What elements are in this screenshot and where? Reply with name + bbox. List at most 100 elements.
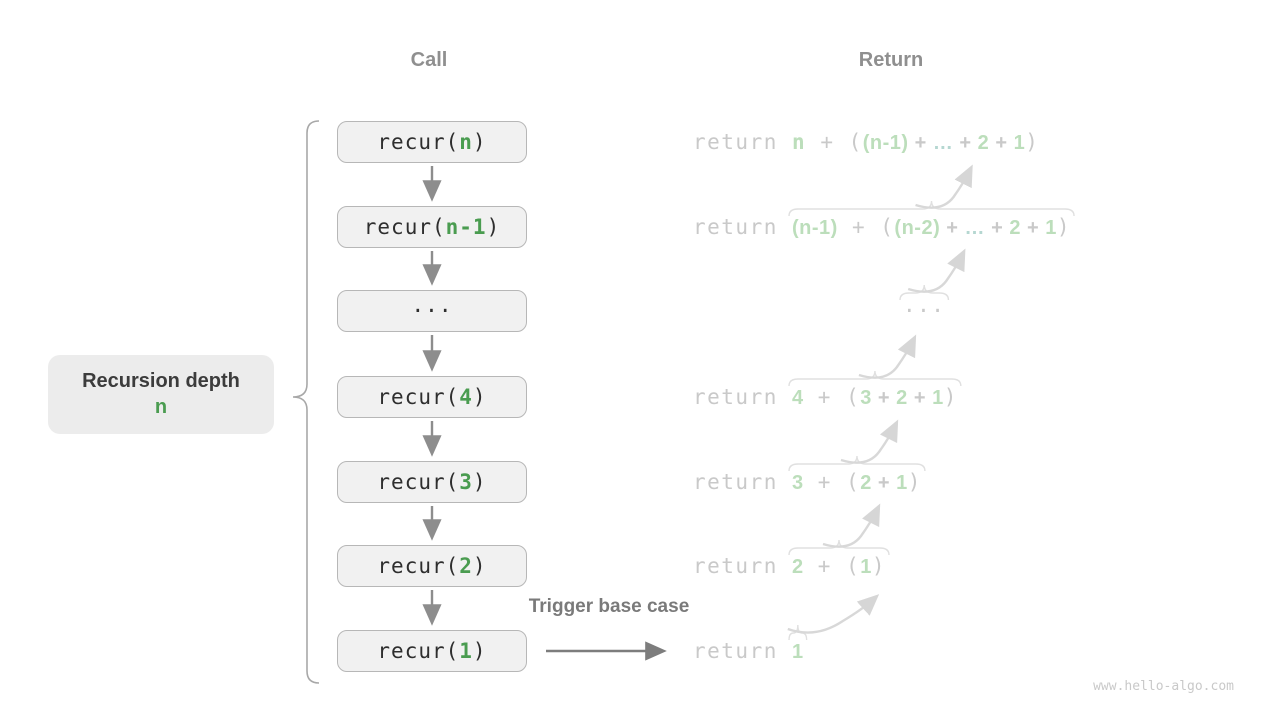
code-token: 1 — [860, 556, 872, 578]
code-token: 1 — [896, 472, 908, 494]
collapsed-expression: 4 + (3 + 2 + 1) — [792, 385, 958, 409]
code-token: (n-1) — [862, 132, 909, 154]
trigger-base-case-label: Trigger base case — [528, 596, 690, 617]
return-column-header: Return — [858, 49, 924, 71]
return-line-0: return n + ((n-1) + … + 2 + 1) — [693, 126, 1039, 158]
return-line-2: ··· — [903, 295, 945, 327]
depth-brace-icon — [292, 120, 320, 684]
code-token: … — [932, 132, 954, 154]
code-token: ) — [472, 554, 487, 578]
expression-overbrace-icon — [788, 200, 1075, 217]
expression-overbrace-icon — [788, 370, 962, 387]
call-column-header: Call — [410, 49, 448, 71]
code-token: 2 — [1009, 217, 1021, 239]
recursion-depth-text: Recursion depth — [82, 370, 240, 392]
code-token: 2 — [860, 472, 872, 494]
code-token: ) — [472, 385, 487, 409]
call-box-6: recur(1) — [337, 630, 527, 672]
code-token: ) — [871, 554, 886, 578]
call-box-4: recur(3) — [337, 461, 527, 503]
collapsed-expression: 3 + (2 + 1) — [792, 470, 922, 494]
collapsed-expression: (n-1) + ((n-2) + … + 2 + 1) — [792, 215, 1071, 239]
code-token: return — [693, 385, 793, 409]
recursion-depth-value: n — [154, 396, 168, 418]
code-token: ··· — [411, 299, 453, 323]
call-box-0: recur(n) — [337, 121, 527, 163]
call-box-3: recur(4) — [337, 376, 527, 418]
code-token: 2 — [896, 387, 908, 409]
return-line-3: return 4 + (3 + 2 + 1) — [693, 381, 958, 413]
return-line-1: return (n-1) + ((n-2) + … + 2 + 1) — [693, 211, 1071, 243]
code-token: ) — [472, 639, 487, 663]
code-token: 1 — [932, 387, 944, 409]
code-token: ) — [943, 385, 958, 409]
code-token: 4 — [459, 385, 473, 409]
code-token: n — [459, 130, 473, 154]
code-token: 1 — [1045, 217, 1057, 239]
code-token: + ( — [803, 470, 861, 494]
code-token: + — [871, 472, 897, 494]
return-line-6: return 1 — [693, 635, 804, 667]
code-token: ) — [1056, 215, 1072, 239]
watermark: www.hello-algo.com — [1093, 679, 1234, 694]
return-line-4: return 3 + (2 + 1) — [693, 466, 922, 498]
code-token: 3 — [459, 470, 473, 494]
code-token: 1 — [459, 639, 473, 663]
code-token: (n-1) — [792, 217, 838, 239]
code-token: + ( — [803, 385, 861, 409]
code-token: + — [871, 387, 897, 409]
code-token: return — [693, 554, 793, 578]
return-flow-arrow — [915, 164, 973, 209]
code-token: + — [907, 387, 933, 409]
code-token: 2 — [459, 554, 473, 578]
collapsed-expression: 2 + (1) — [792, 554, 886, 578]
code-token: recur( — [377, 554, 460, 578]
code-token: 4 — [792, 387, 804, 409]
code-token: recur( — [377, 385, 460, 409]
code-token: (n-2) — [894, 217, 941, 239]
code-token: recur( — [377, 470, 460, 494]
call-box-2: ··· — [337, 290, 527, 332]
code-token: 2 — [792, 556, 804, 578]
code-token: recur( — [377, 130, 460, 154]
code-token: return — [693, 470, 793, 494]
return-flow-arrow — [907, 248, 966, 293]
code-token: n-1 — [445, 215, 487, 239]
code-token: + — [1020, 217, 1046, 239]
code-token: + ( — [803, 554, 861, 578]
code-token: 3 — [792, 472, 804, 494]
collapsed-expression: ··· — [903, 299, 945, 323]
code-token: … — [964, 217, 986, 239]
expression-overbrace-icon — [788, 539, 890, 556]
expression-overbrace-icon — [788, 455, 926, 472]
code-token: ) — [486, 215, 501, 239]
code-token: + ( — [806, 130, 863, 154]
code-token: 3 — [860, 387, 872, 409]
code-token: n — [792, 130, 807, 154]
code-token: ) — [907, 470, 922, 494]
code-token: recur( — [363, 215, 446, 239]
code-token: 1 — [1013, 132, 1026, 154]
code-token: + — [989, 132, 1014, 154]
return-line-5: return 2 + (1) — [693, 550, 886, 582]
code-token: ) — [472, 470, 487, 494]
code-token: + ( — [837, 215, 895, 239]
code-token: return — [693, 639, 793, 663]
code-token: 2 — [977, 132, 990, 154]
code-token: + — [985, 217, 1010, 239]
code-token: recur( — [377, 639, 460, 663]
call-box-1: recur(n-1) — [337, 206, 527, 248]
code-token: ··· — [903, 299, 946, 323]
call-box-5: recur(2) — [337, 545, 527, 587]
code-token: + — [953, 132, 978, 154]
code-token: ) — [1025, 130, 1040, 154]
return-flow-arrow — [840, 419, 899, 464]
code-token: + — [940, 217, 965, 239]
code-token: + — [908, 132, 933, 154]
code-token: return — [693, 215, 793, 239]
code-token: return — [693, 130, 793, 154]
